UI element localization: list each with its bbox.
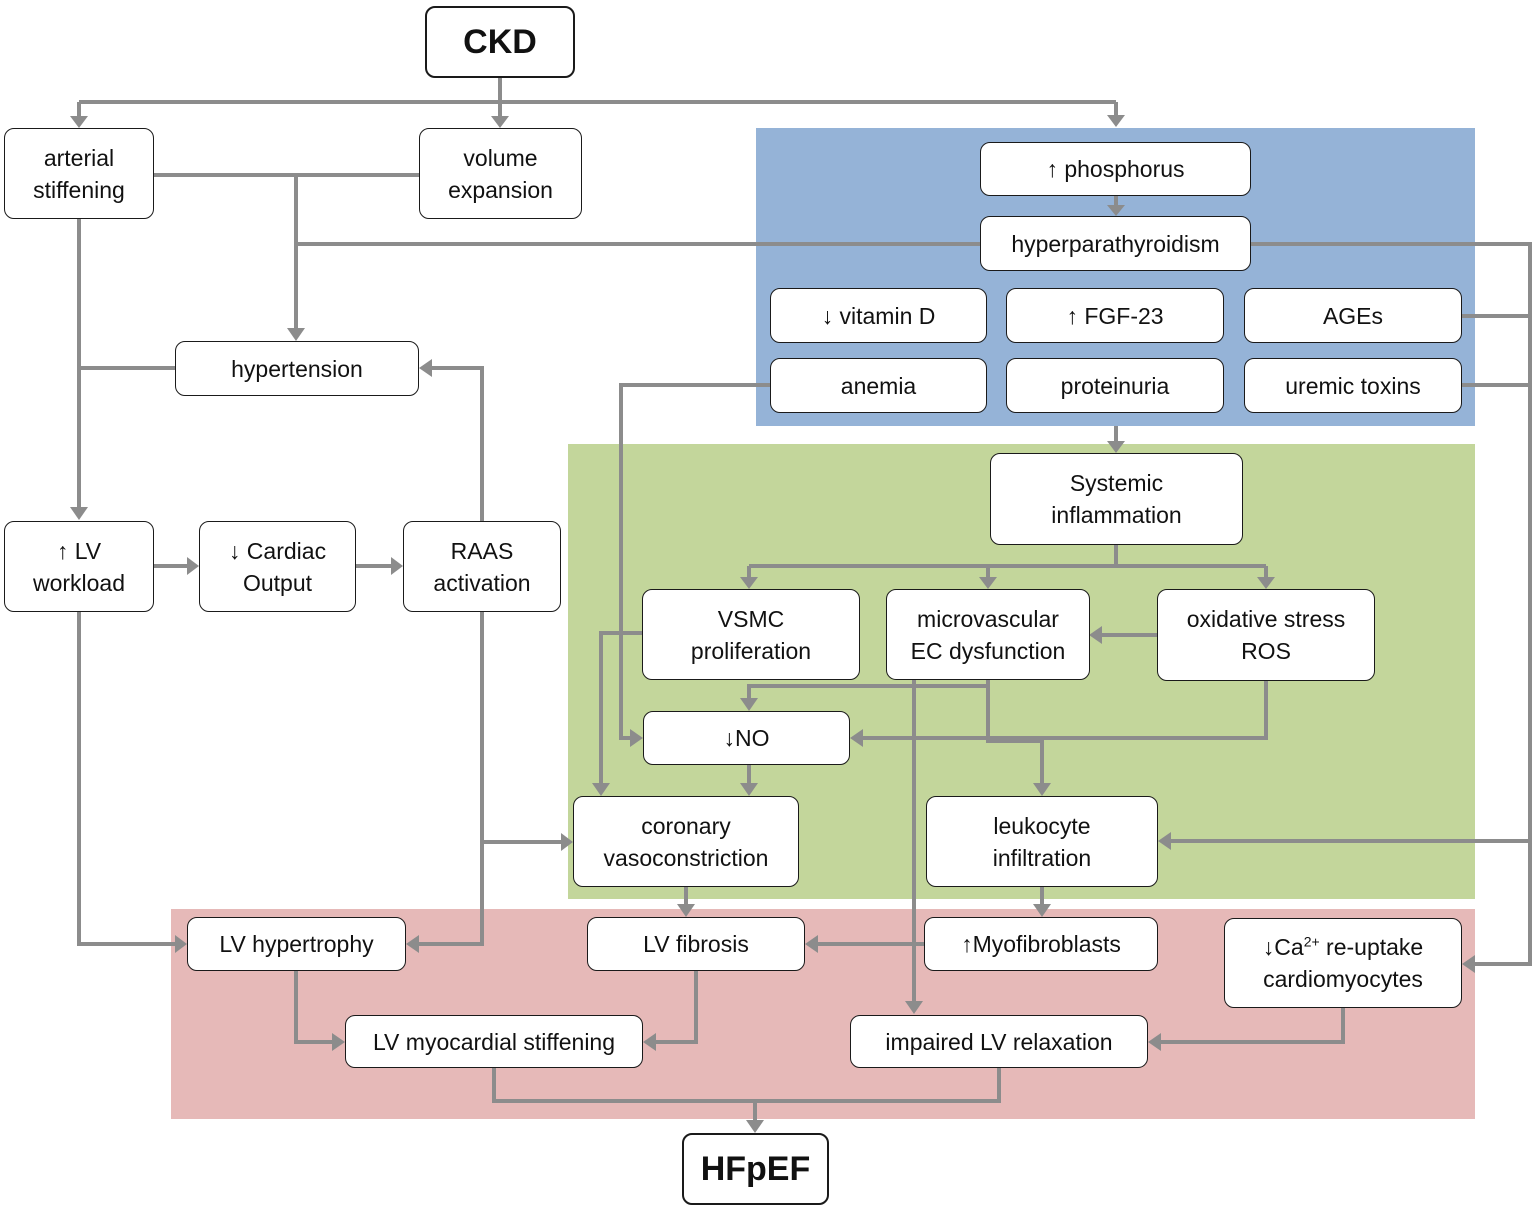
hfpef-node: HFpEF — [682, 1133, 829, 1205]
raas-activation-node: RAAS activation — [403, 521, 561, 612]
impaired-relaxation-label: impaired LV relaxation — [885, 1028, 1113, 1055]
hyperparathyroidism-node: hyperparathyroidism — [980, 216, 1251, 271]
impaired-lv-relaxation-node: impaired LV relaxation — [850, 1015, 1148, 1068]
ca-reuptake-line1: ↓Ca2+ re-uptake — [1263, 931, 1423, 963]
vsmc-line1: VSMC — [717, 605, 785, 632]
volume-expansion-node: volume expansion — [419, 128, 582, 219]
oxidative-stress-line1: oxidative stress — [1186, 606, 1346, 632]
raas-line1: RAAS — [450, 537, 514, 564]
leukocyte-infiltration-node: leukocyte infiltration — [926, 796, 1158, 887]
systemic-inflammation-node: Systemic inflammation — [990, 453, 1243, 545]
phosphorus-label: ↑ phosphorus — [1046, 156, 1185, 182]
volume-expansion-line2: expansion — [448, 176, 553, 203]
lv-myocardial-stiffening-node: LV myocardial stiffening — [345, 1015, 643, 1068]
ca-reuptake-node: ↓Ca2+ re-uptake cardiomyocytes — [1224, 918, 1462, 1008]
lv-workload-line1: ↑ LV — [56, 537, 102, 564]
myofibroblasts-label: ↑Myofibroblasts — [961, 931, 1121, 957]
nitric-oxide-node: ↓NO — [643, 711, 850, 765]
lv-fibrosis-node: LV fibrosis — [587, 917, 805, 971]
raas-line2: activation — [433, 569, 531, 596]
uremic-toxins-label: uremic toxins — [1285, 372, 1421, 399]
vsmc-line2: proliferation — [690, 637, 812, 664]
anemia-node: anemia — [770, 358, 987, 413]
anemia-label: anemia — [840, 372, 917, 399]
hyperparathyroidism-label: hyperparathyroidism — [1011, 230, 1220, 257]
systemic-inflammation-line2: inflammation — [1051, 502, 1182, 528]
fgf23-node: ↑ FGF-23 — [1006, 288, 1224, 343]
ckd-label: CKD — [463, 23, 537, 61]
nitric-oxide-label: ↓NO — [723, 725, 770, 751]
proteinuria-node: proteinuria — [1006, 358, 1224, 413]
volume-expansion-line1: volume — [463, 144, 538, 171]
coronary-line2: vasoconstriction — [603, 844, 769, 871]
lv-hypertrophy-node: LV hypertrophy — [187, 917, 406, 971]
ca-reuptake-line2: cardiomyocytes — [1263, 966, 1423, 992]
hypertension-label: hypertension — [231, 355, 363, 382]
proteinuria-label: proteinuria — [1060, 372, 1170, 399]
hypertension-node: hypertension — [175, 341, 419, 396]
uremic-toxins-node: uremic toxins — [1244, 358, 1462, 413]
leukocyte-line1: leukocyte — [993, 812, 1091, 839]
fgf23-label: ↑ FGF-23 — [1066, 302, 1164, 329]
coronary-line1: coronary — [641, 812, 731, 839]
lv-workload-node: ↑ LV workload — [4, 521, 154, 612]
coronary-vasoconstriction-node: coronary vasoconstriction — [573, 796, 799, 887]
myofibroblasts-node: ↑Myofibroblasts — [924, 917, 1158, 971]
microvascular-dysfunction-node: microvascular EC dysfunction — [886, 589, 1090, 680]
ages-label: AGEs — [1322, 302, 1384, 329]
vsmc-proliferation-node: VSMC proliferation — [642, 589, 860, 680]
microvascular-line1: microvascular — [917, 605, 1059, 632]
arterial-stiffening-line1: arterial — [43, 144, 115, 171]
ca-charge-superscript: 2+ — [1303, 933, 1320, 950]
vitamin-d-label: ↓ vitamin D — [821, 302, 936, 329]
ages-node: AGEs — [1244, 288, 1462, 343]
cardiac-output-line1: ↓ Cardiac — [228, 537, 327, 564]
lv-stiffening-label: LV myocardial stiffening — [372, 1028, 616, 1055]
arterial-stiffening-node: arterial stiffening — [4, 128, 154, 219]
systemic-inflammation-line1: Systemic — [1069, 470, 1164, 496]
leukocyte-line2: infiltration — [992, 844, 1092, 871]
hfpef-label: HFpEF — [700, 1150, 811, 1188]
vitamin-d-node: ↓ vitamin D — [770, 288, 987, 343]
arterial-stiffening-line2: stiffening — [33, 176, 125, 203]
ckd-node: CKD — [425, 6, 575, 78]
microvascular-line2: EC dysfunction — [910, 637, 1066, 664]
cardiac-output-line2: Output — [242, 569, 313, 596]
lv-hypertrophy-label: LV hypertrophy — [219, 931, 374, 957]
ca-label: ↓Ca — [1262, 934, 1304, 960]
oxidative-stress-line2: ROS — [1241, 638, 1291, 664]
phosphorus-node: ↑ phosphorus — [980, 142, 1251, 196]
lv-fibrosis-label: LV fibrosis — [643, 931, 749, 957]
reuptake-label: re-uptake — [1319, 934, 1424, 960]
lv-workload-line2: workload — [32, 569, 126, 596]
